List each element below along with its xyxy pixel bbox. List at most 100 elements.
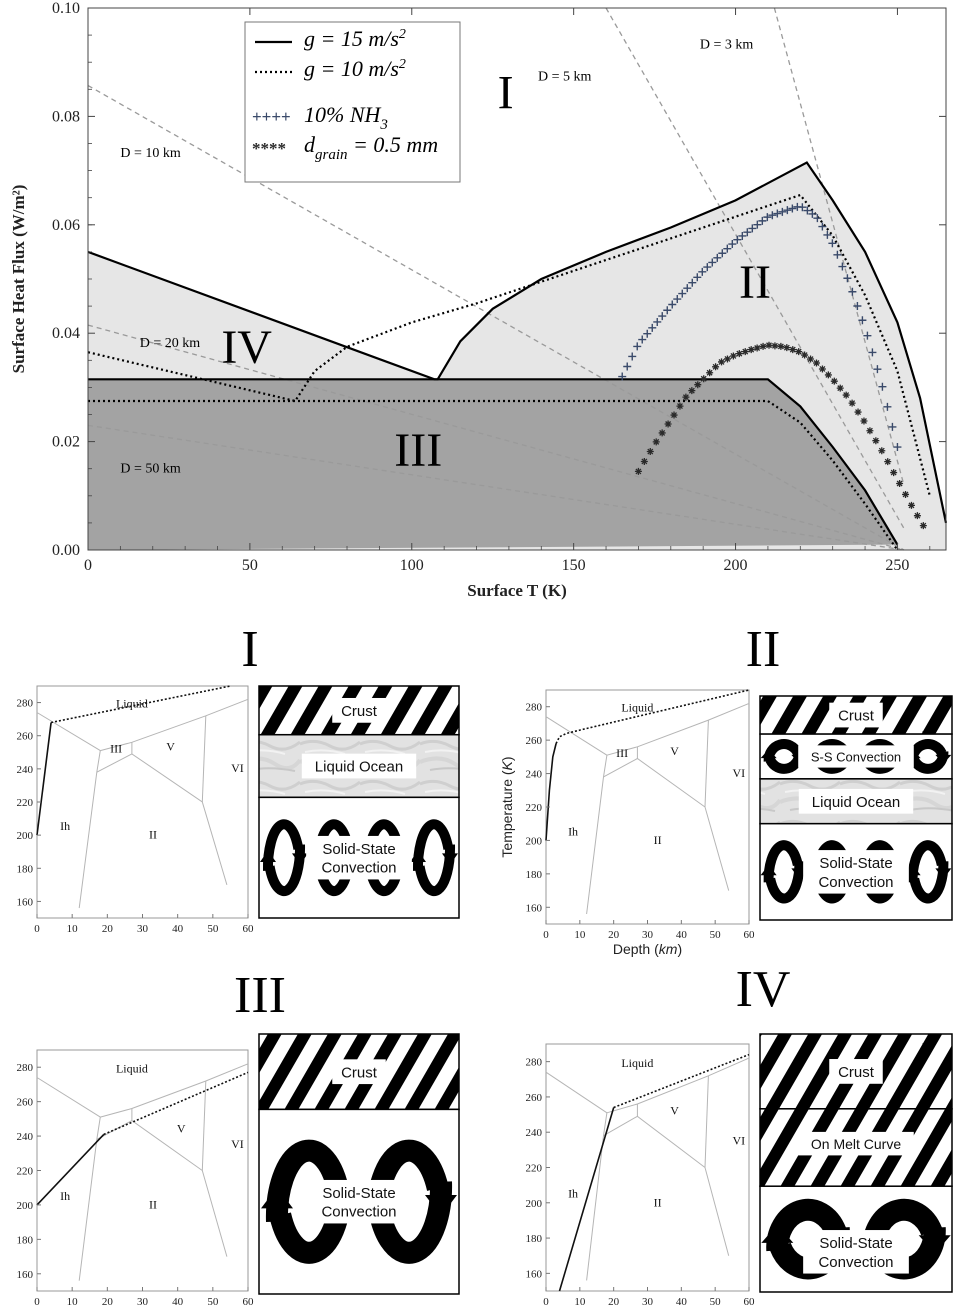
- grain-marker: [907, 501, 915, 509]
- grain-marker: [700, 375, 708, 383]
- nh3-marker: [773, 209, 782, 218]
- temperature-profile-solid: [36, 1133, 105, 1206]
- nh3-marker: [713, 253, 722, 262]
- phase-frame: [545, 689, 750, 925]
- convection-arrowhead: [442, 853, 458, 865]
- phase-label: Liquid: [621, 1056, 653, 1070]
- phase-label: III: [110, 741, 122, 755]
- nh3-marker: [863, 331, 872, 340]
- phase-x-tick-label: 40: [676, 1296, 688, 1308]
- phase-x-tick-label: 30: [137, 923, 149, 935]
- layer-label: S-S Convection: [811, 749, 901, 764]
- phase-boundary: [78, 750, 101, 909]
- region-label: IV: [221, 321, 272, 374]
- phase-boundary: [36, 712, 101, 752]
- phase-x-tick-label: 50: [710, 1296, 722, 1308]
- grain-marker: [652, 438, 660, 446]
- nh3-marker: [743, 228, 752, 237]
- x-tick-label: 200: [724, 557, 748, 574]
- nh3-marker: [638, 335, 647, 344]
- nh3-marker: [653, 317, 662, 326]
- depth-lines: D = 3 kmD = 5 kmD = 10 kmD = 20 kmD = 50…: [87, 7, 905, 551]
- phase-y-tick-label: 220: [526, 1163, 543, 1175]
- grain-marker: [789, 346, 797, 354]
- phase-y-tick-label: 180: [526, 869, 543, 881]
- layer-ocean: Liquid Ocean: [759, 778, 953, 825]
- layer-label-bg: [306, 835, 412, 880]
- layer-label-bg: [306, 1179, 412, 1224]
- phase-label: III: [616, 746, 628, 760]
- temperature-profile-solid: [558, 1107, 615, 1292]
- nh3-marker: [623, 362, 632, 371]
- grain-marker: [842, 391, 850, 399]
- regime-regions: [88, 162, 946, 550]
- phase-boundary: [96, 1120, 228, 1257]
- phase-label: VI: [231, 1137, 244, 1151]
- convection-arrowhead: [410, 850, 426, 863]
- layer-crust: Crust: [759, 1033, 953, 1110]
- grain-marker: [896, 480, 904, 488]
- layer-ocean: Liquid Ocean: [258, 733, 460, 799]
- phase-y-tick-label: 200: [526, 1198, 543, 1210]
- phase-boundary: [96, 753, 228, 886]
- nh3-marker: [843, 274, 852, 283]
- convection-arrowhead: [761, 1224, 794, 1243]
- legend: g = 15 m/s2g = 10 m/s2++++10% NH3****dgr…: [244, 21, 461, 183]
- phase-x-unit: km: [659, 941, 678, 957]
- phase-x-tick-label: 20: [608, 929, 620, 941]
- phase-label: Liquid: [116, 697, 148, 711]
- grain-marker: [913, 512, 921, 520]
- convection-arrowhead: [260, 850, 276, 863]
- phase-frame: [545, 1043, 750, 1292]
- layer-label-bg: [332, 1059, 386, 1085]
- grain-marker: [694, 381, 702, 389]
- x-tick-label: 250: [885, 557, 909, 574]
- layer-label: Liquid Ocean: [812, 794, 900, 811]
- phase-boundary: [201, 715, 207, 803]
- grain-marker: [753, 344, 761, 352]
- layer-melt: On Melt Curve: [759, 1108, 953, 1187]
- nh3-marker: [668, 300, 677, 309]
- phase-y-tick-label: 240: [526, 769, 543, 781]
- phase-x-tick-label: 60: [243, 923, 255, 935]
- phase-y-unit: K: [499, 760, 515, 770]
- grain-marker: [718, 358, 726, 366]
- layer-label: Convection: [818, 874, 893, 891]
- phase-label: VI: [231, 761, 244, 775]
- depth-line: [87, 84, 905, 551]
- nh3-marker: [733, 235, 742, 244]
- nh3-marker: [618, 372, 627, 381]
- y-tick-label: 0.06: [52, 217, 80, 234]
- phase-y-tick-label: 180: [17, 863, 34, 875]
- grain-marker: [866, 427, 874, 435]
- phase-y-tick-label: 160: [17, 896, 34, 908]
- grain-marker: [646, 448, 654, 456]
- phase-y-tick-label: 260: [17, 1097, 34, 1109]
- grain-marker: [818, 365, 826, 373]
- grain-marker: [801, 351, 809, 359]
- phase-y-tick-label: 220: [17, 797, 34, 809]
- nh3-marker: [838, 262, 847, 271]
- nh3-marker: [663, 306, 672, 315]
- layer-label-bg: [332, 697, 386, 723]
- phase-x-tick-label: 10: [574, 929, 586, 941]
- temperature-profile-solid: [545, 743, 557, 841]
- phase-frame: [36, 1049, 249, 1292]
- phase-label: V: [670, 1104, 679, 1118]
- layer-label: Liquid Ocean: [315, 759, 403, 776]
- grain-marker: [902, 490, 910, 498]
- phase-x-tick-label: 0: [34, 1296, 40, 1308]
- phase-boundary: [100, 698, 249, 752]
- nh3-marker: [753, 220, 762, 229]
- nh3-marker: [693, 273, 702, 282]
- phase-y-tick-label: 180: [17, 1234, 34, 1246]
- layer-label: Solid-State: [819, 1235, 892, 1252]
- nh3-marker: [763, 213, 772, 222]
- phase-x-tick-label: 60: [744, 929, 756, 941]
- phase-y-tick-label: 280: [526, 1057, 543, 1069]
